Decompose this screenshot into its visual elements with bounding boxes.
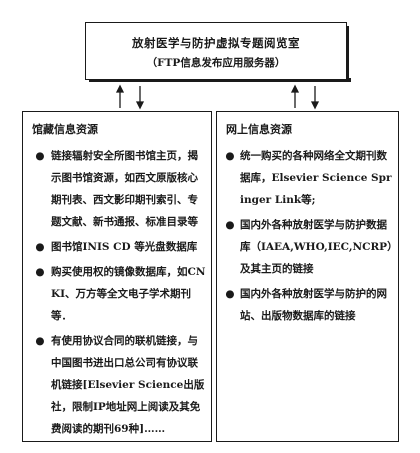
list-item-text: 国内外各种放射医学与防护数据库（IAEA,WHO,IEC,NCRP）及其主页的链…: [240, 219, 393, 275]
server-subtitle: （FTP信息发布应用服务器）: [146, 57, 286, 69]
server-box: 放射医学与防护虚拟专题阅览室 （FTP信息发布应用服务器）: [85, 22, 347, 80]
right-arrows: [290, 84, 320, 110]
list-item: ● 购买使用权的镜像数据库，如CNKI、万方等全文电子学术期刊等．: [23, 261, 211, 327]
top-box-shadow: [89, 78, 351, 82]
down-arrow-icon: [310, 86, 320, 110]
list-item: ● 统一购买的各种网络全文期刊数据库，Elsevier Science Sprin…: [217, 145, 398, 211]
list-item-text: 统一购买的各种网络全文期刊数据库，Elsevier Science Spring…: [240, 150, 392, 206]
online-heading: 网上信息资源: [226, 123, 292, 136]
top-box-shadow-side: [345, 26, 349, 82]
collection-heading: 馆藏信息资源: [32, 123, 98, 136]
list-item-text: 购买使用权的镜像数据库，如CNKI、万方等全文电子学术期刊等．: [51, 266, 206, 322]
list-item: ● 链接辐射安全所图书馆主页，揭示图书馆资源，如西文原版核心期刊表、西文影印期刊索…: [23, 145, 211, 233]
bullet-icon: ●: [35, 241, 45, 253]
collection-resources-box: 馆藏信息资源 ● 链接辐射安全所图书馆主页，揭示图书馆资源，如西文原版核心期刊表、…: [22, 111, 212, 442]
collection-list: ● 链接辐射安全所图书馆主页，揭示图书馆资源，如西文原版核心期刊表、西文影印期刊索…: [23, 145, 211, 440]
left-arrows: [115, 84, 145, 110]
list-item-text: 链接辐射安全所图书馆主页，揭示图书馆资源，如西文原版核心期刊表、西文影印期刊索引…: [51, 150, 198, 228]
list-item: ● 国内外各种放射医学与防护的网站、出版物数据库的链接: [217, 283, 398, 327]
up-arrow-icon: [115, 84, 125, 108]
list-item: ● 国内外各种放射医学与防护数据库（IAEA,WHO,IEC,NCRP）及其主页的…: [217, 214, 398, 280]
list-item-text: 图书馆INIS CD 等光盘数据库: [51, 241, 198, 253]
list-item-text: 国内外各种放射医学与防护的网站、出版物数据库的链接: [240, 288, 387, 322]
online-list: ● 统一购买的各种网络全文期刊数据库，Elsevier Science Sprin…: [217, 145, 398, 327]
server-title: 放射医学与防护虚拟专题阅览室: [132, 36, 300, 50]
online-resources-box: 网上信息资源 ● 统一购买的各种网络全文期刊数据库，Elsevier Scienc…: [216, 111, 399, 442]
bullet-icon: ●: [225, 219, 235, 231]
down-arrow-icon: [135, 86, 145, 110]
up-arrow-icon: [290, 84, 300, 108]
list-item-text: 有使用协议合同的联机链接，与中国图书进出口总公司有协议联机链接[Elsevier…: [51, 335, 205, 435]
bullet-icon: ●: [35, 150, 45, 162]
list-item: ● 图书馆INIS CD 等光盘数据库: [23, 236, 211, 258]
list-item: ● 有使用协议合同的联机链接，与中国图书进出口总公司有协议联机链接[Elsevie…: [23, 330, 211, 440]
bullet-icon: ●: [35, 335, 45, 347]
bullet-icon: ●: [225, 288, 235, 300]
bullet-icon: ●: [225, 150, 235, 162]
bullet-icon: ●: [35, 266, 45, 278]
